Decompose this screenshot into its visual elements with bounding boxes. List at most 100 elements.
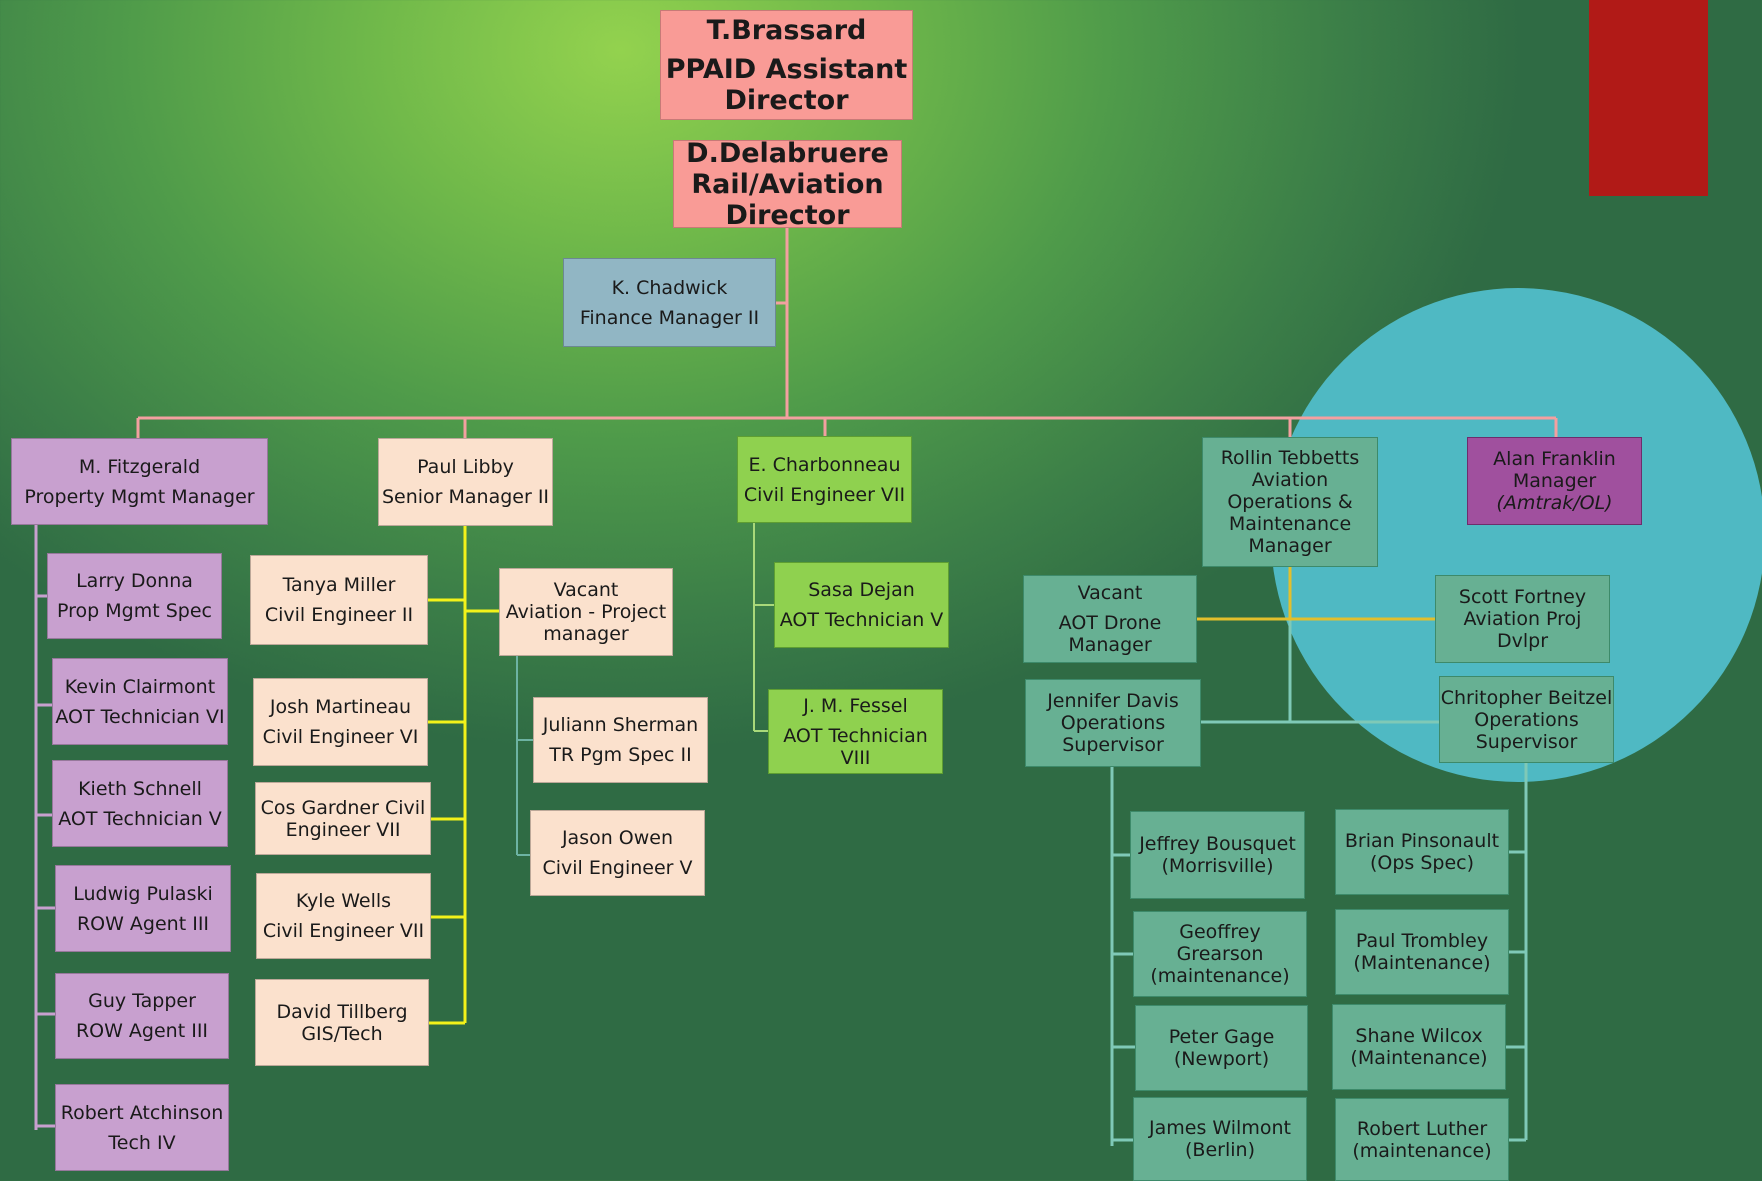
report-title: Civil Engineer VI xyxy=(262,726,419,748)
report-line2: (maintenance) xyxy=(1352,1139,1492,1162)
report-name: Kyle Wells xyxy=(295,890,392,912)
delabruere-line2: Rail/Aviation xyxy=(691,168,884,200)
node-cos-gardner: Cos Gardner Civil Engineer VII xyxy=(255,782,431,855)
report-line1: Shane Wilcox xyxy=(1355,1025,1483,1047)
drone-line2: AOT Drone xyxy=(1058,612,1162,634)
report-line1: Cos Gardner Civil xyxy=(260,796,426,819)
tebbetts-line1: Rollin Tebbetts xyxy=(1220,447,1360,469)
report-line2: Engineer VII xyxy=(285,818,401,841)
report-line2: (Morrisville) xyxy=(1161,855,1274,877)
beitzel-line1: Chritopher Beitzel xyxy=(1440,686,1613,709)
node-jennifer-davis: Jennifer Davis Operations Supervisor xyxy=(1025,679,1201,767)
fortney-line3: Dvlpr xyxy=(1496,630,1549,652)
node-brassard: T.Brassard PPAID Assistant Director xyxy=(660,10,913,120)
node-shane-wilcox: Shane Wilcox (Maintenance) xyxy=(1332,1004,1506,1090)
chadwick-title: Finance Manager II xyxy=(579,306,760,329)
fitzgerald-title: Property Mgmt Manager xyxy=(24,485,255,508)
node-scott-fortney: Scott Fortney Aviation Proj Dvlpr xyxy=(1435,575,1610,663)
node-chadwick: K. Chadwick Finance Manager II xyxy=(563,258,776,347)
report-name: Guy Tapper xyxy=(88,990,196,1012)
report-name: Sasa Dejan xyxy=(808,579,915,601)
node-vacant-aviation-pm: Vacant Aviation - Project manager xyxy=(499,568,673,656)
node-james-wilmont: James Wilmont (Berlin) xyxy=(1133,1097,1307,1181)
report-title: AOT Technician VIII xyxy=(783,724,928,769)
node-robert-atchinson: Robert Atchinson Tech IV xyxy=(55,1084,229,1171)
davis-line2: Operations xyxy=(1060,712,1166,734)
node-delabruere: D.Delabruere Rail/Aviation Director xyxy=(673,138,902,231)
node-paul-trombley: Paul Trombley (Maintenance) xyxy=(1335,909,1509,995)
libby-title: Senior Manager II xyxy=(381,486,550,508)
report-line2: (Maintenance) xyxy=(1353,952,1491,974)
tebbetts-line5: Manager xyxy=(1248,535,1332,557)
report-title: ROW Agent III xyxy=(76,912,210,935)
node-vacant-drone: Vacant AOT Drone Manager xyxy=(1023,575,1197,663)
node-peter-gage: Peter Gage (Newport) xyxy=(1135,1005,1308,1091)
report-line1: Geoffrey xyxy=(1179,921,1261,943)
franklin-line1: Alan Franklin xyxy=(1493,448,1616,470)
fitzgerald-name: M. Fitzgerald xyxy=(78,455,201,478)
node-charbonneau: E. Charbonneau Civil Engineer VII xyxy=(737,436,912,523)
report-title: AOT Technician V xyxy=(779,609,944,631)
charbonneau-title: Civil Engineer VII xyxy=(743,483,906,506)
beitzel-line2: Operations xyxy=(1474,708,1579,731)
node-kyle-wells: Kyle Wells Civil Engineer VII xyxy=(256,873,431,959)
vacant-line2: Aviation - Project xyxy=(505,601,667,623)
report-line1: Peter Gage xyxy=(1168,1026,1275,1048)
node-kieth-schnell: Kieth Schnell AOT Technician V xyxy=(52,760,228,847)
node-guy-tapper: Guy Tapper ROW Agent III xyxy=(55,973,229,1059)
node-kevin-clairmont: Kevin Clairmont AOT Technician VI xyxy=(52,658,228,745)
delabruere-line3: Director xyxy=(725,199,850,231)
report-line1: Brian Pinsonault xyxy=(1344,830,1500,852)
node-david-tillberg: David Tillberg GIS/Tech xyxy=(255,979,429,1066)
report-line1: David Tillberg xyxy=(276,1000,408,1023)
franklin-line3: (Amtrak/OL) xyxy=(1496,492,1613,514)
charbonneau-name: E. Charbonneau xyxy=(748,453,901,476)
node-tebbetts: Rollin Tebbetts Aviation Operations & Ma… xyxy=(1202,437,1378,567)
report-name: Jason Owen xyxy=(561,827,674,849)
tebbetts-line3: Operations & xyxy=(1227,491,1353,513)
drone-line1: Vacant xyxy=(1077,582,1143,604)
node-brian-pinsonault: Brian Pinsonault (Ops Spec) xyxy=(1335,809,1509,895)
report-line1: Paul Trombley xyxy=(1355,930,1489,952)
report-line1: Robert Luther xyxy=(1356,1117,1488,1140)
report-title: AOT Technician V xyxy=(58,807,222,830)
report-name: Juliann Sherman xyxy=(542,714,699,736)
tebbetts-line2: Aviation xyxy=(1251,469,1329,491)
fortney-line2: Aviation Proj xyxy=(1463,608,1582,630)
report-title: Civil Engineer VII xyxy=(262,920,425,942)
node-ludwig-pulaski: Ludwig Pulaski ROW Agent III xyxy=(55,865,231,952)
node-josh-martineau: Josh Martineau Civil Engineer VI xyxy=(253,678,428,766)
node-libby: Paul Libby Senior Manager II xyxy=(378,438,553,526)
node-jm-fessel: J. M. Fessel AOT Technician VIII xyxy=(768,689,943,774)
davis-line1: Jennifer Davis xyxy=(1047,690,1179,712)
report-name: Kieth Schnell xyxy=(78,777,202,800)
report-title: Civil Engineer II xyxy=(264,604,414,626)
chadwick-name: K. Chadwick xyxy=(611,276,728,299)
tebbetts-line4: Maintenance xyxy=(1228,513,1352,535)
report-line2: GIS/Tech xyxy=(301,1022,383,1045)
franklin-line2: Manager xyxy=(1512,470,1597,492)
fortney-line1: Scott Fortney xyxy=(1458,586,1587,608)
report-name: Larry Donna xyxy=(76,570,193,592)
report-name: Tanya Miller xyxy=(282,574,396,596)
node-tanya-miller: Tanya Miller Civil Engineer II xyxy=(250,555,428,645)
node-juliann-sherman: Juliann Sherman TR Pgm Spec II xyxy=(533,697,708,783)
report-line2: Grearson xyxy=(1176,943,1264,965)
report-line2: (Berlin) xyxy=(1185,1139,1255,1161)
report-title: Tech IV xyxy=(108,1131,176,1154)
libby-name: Paul Libby xyxy=(417,456,514,478)
node-jason-owen: Jason Owen Civil Engineer V xyxy=(530,810,705,896)
node-larry-donna: Larry Donna Prop Mgmt Spec xyxy=(47,553,222,639)
report-name: Robert Atchinson xyxy=(60,1101,224,1124)
report-name: J. M. Fessel xyxy=(803,694,908,717)
report-title: Civil Engineer V xyxy=(542,857,693,879)
brassard-title: PPAID Assistant Director xyxy=(665,53,908,116)
report-line1: Jeffrey Bousquet xyxy=(1139,833,1296,855)
node-chritopher-beitzel: Chritopher Beitzel Operations Supervisor xyxy=(1439,676,1614,763)
report-name: Kevin Clairmont xyxy=(64,675,216,698)
report-line2: (Maintenance) xyxy=(1350,1047,1488,1069)
report-line2: (Ops Spec) xyxy=(1369,852,1475,874)
beitzel-line3: Supervisor xyxy=(1475,730,1578,753)
drone-line3: Manager xyxy=(1068,634,1152,656)
